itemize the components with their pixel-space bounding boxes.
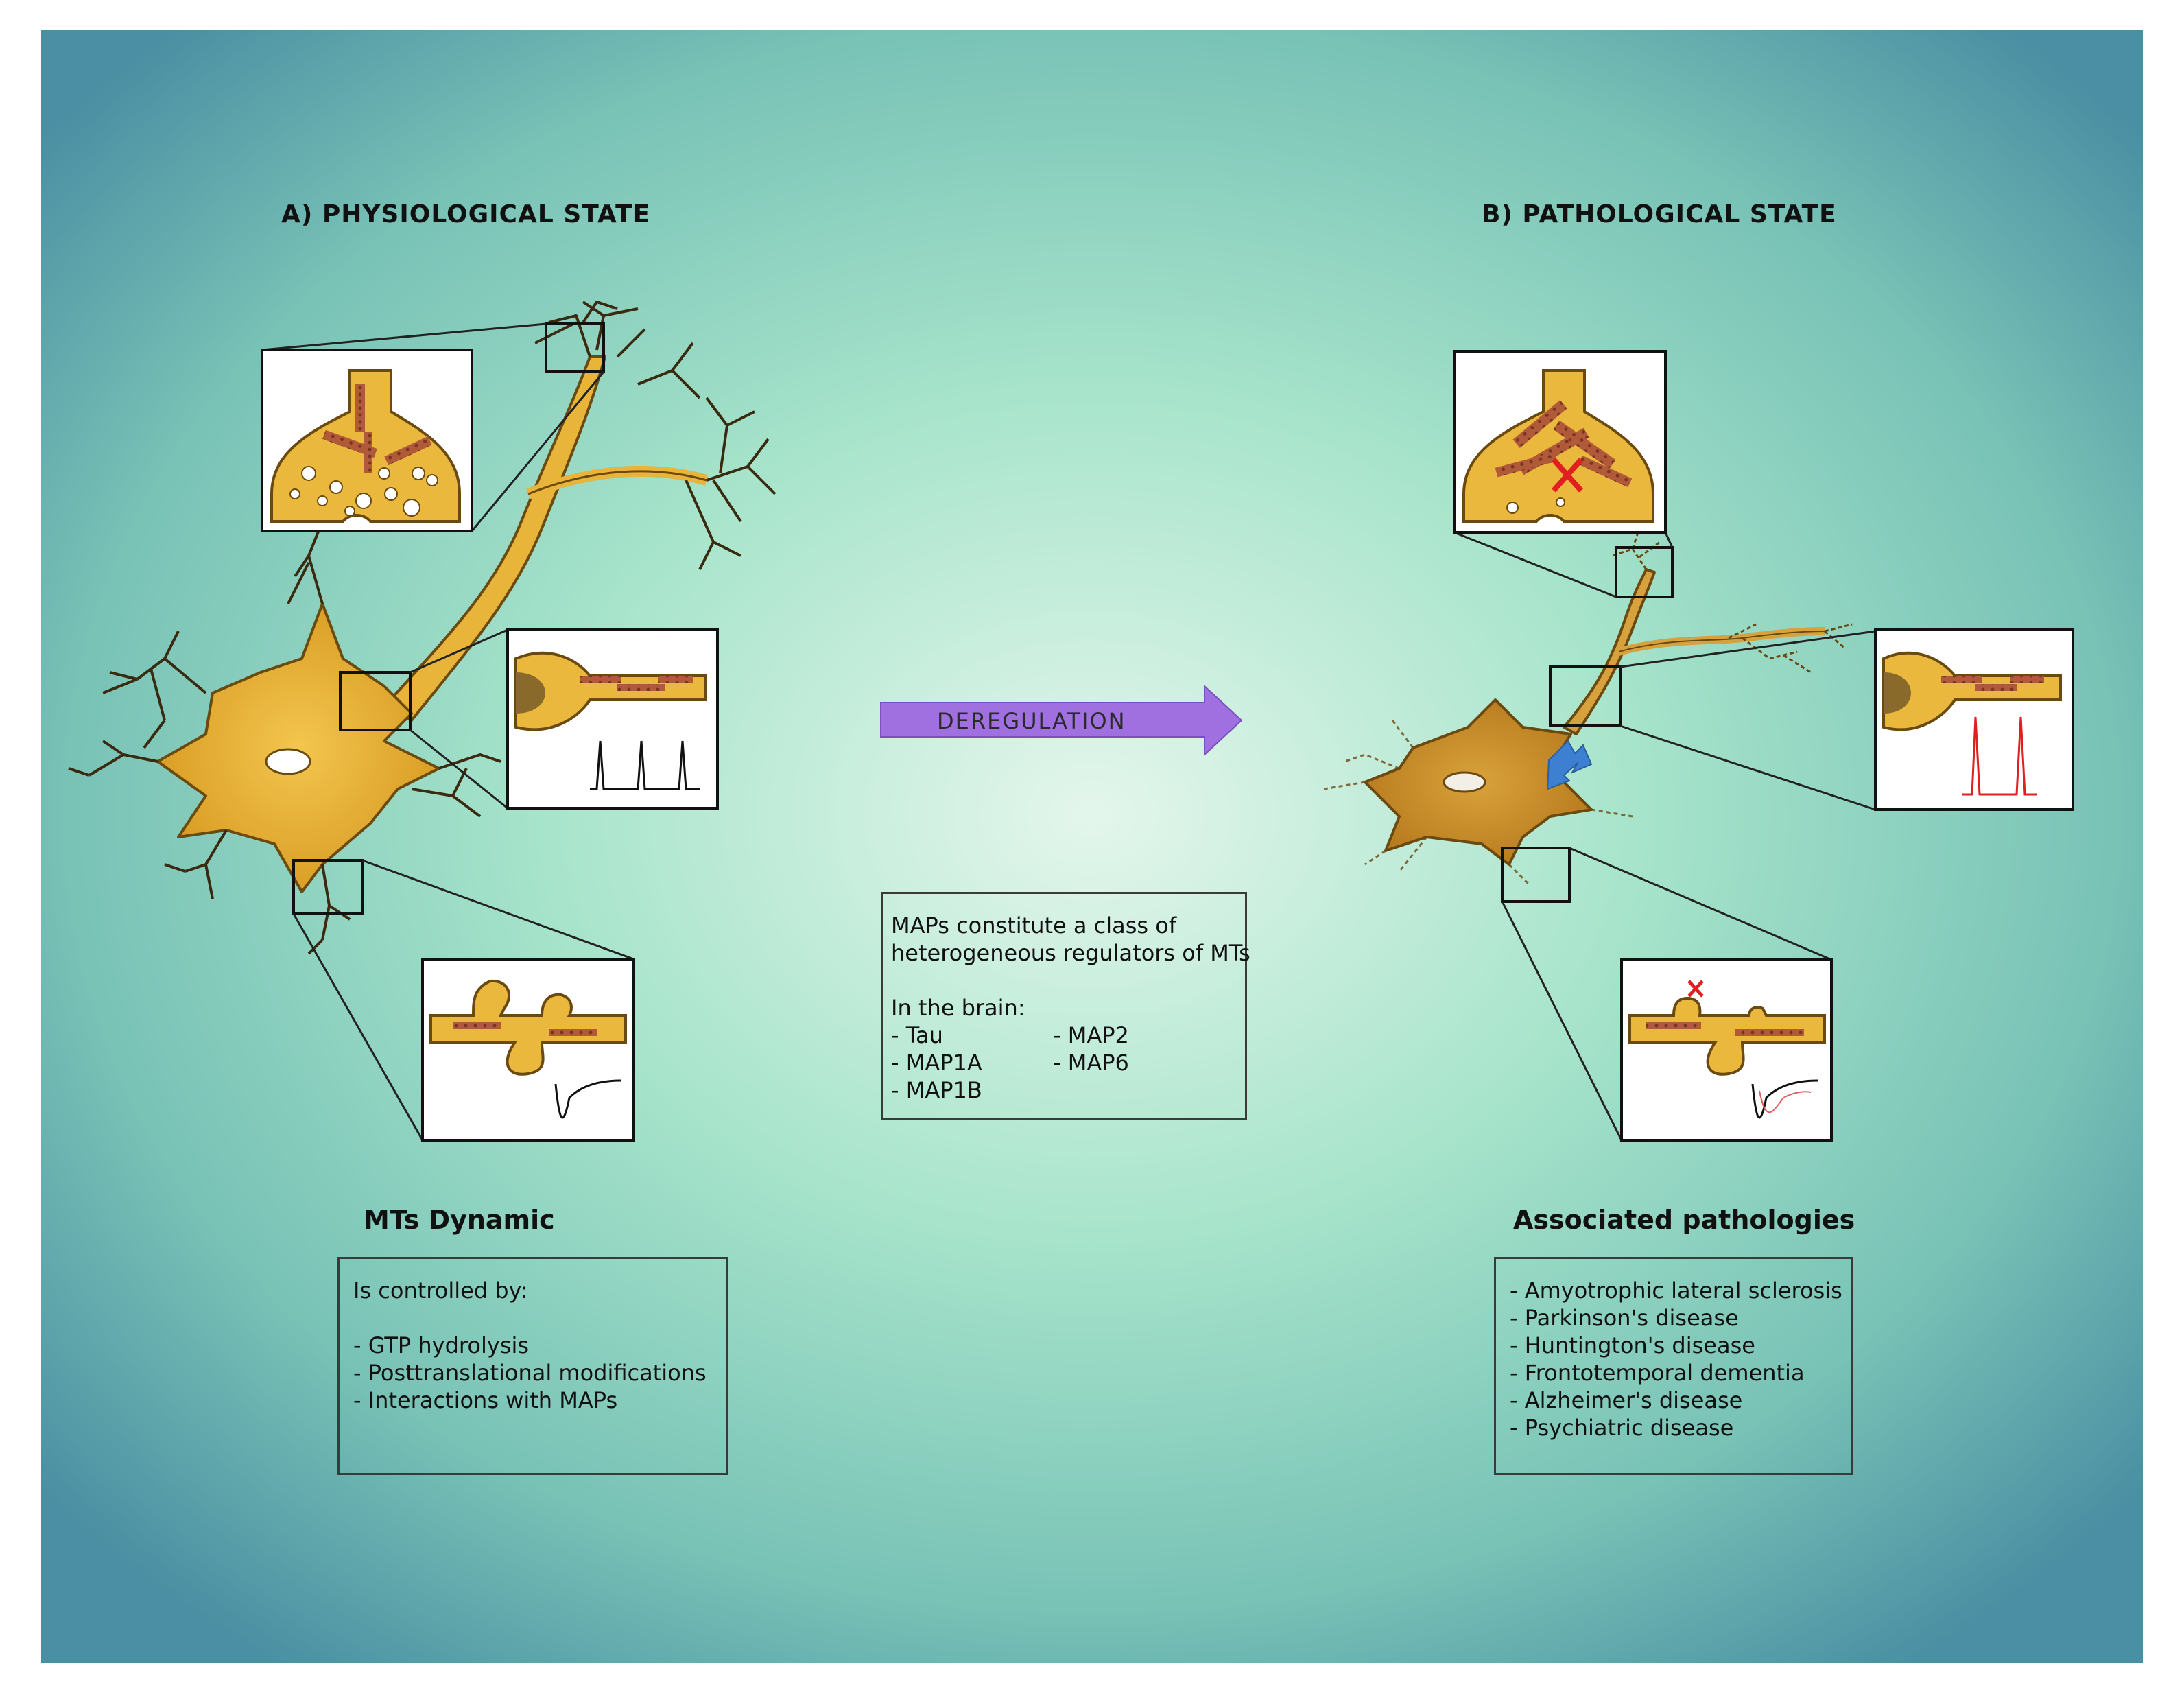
inset-axon-b — [1874, 628, 2074, 811]
inset-spine-b — [1620, 958, 1833, 1142]
error-x-small-icon — [1687, 980, 1704, 998]
maps-intro-line-2: heterogeneous regulators of MTs — [891, 940, 1250, 966]
box-a-line: - Interactions with MAPs — [353, 1387, 618, 1413]
zoom-connectors-b — [1453, 531, 1876, 1141]
map-item: - MAP1A — [891, 1050, 982, 1076]
zoom-connectors-a — [261, 322, 634, 1141]
pathologies-box: - Amyotrophic lateral sclerosis - Parkin… — [1494, 1257, 1853, 1475]
background-panel — [41, 30, 2143, 1663]
map-item: - MAP2 — [1053, 1022, 1129, 1048]
box-a-line: Is controlled by: — [353, 1277, 527, 1304]
box-a-line: - GTP hydrolysis — [353, 1332, 530, 1358]
zoom-marker-dendrite-b — [1501, 847, 1571, 903]
spacer — [891, 967, 1237, 994]
pathology-item: - Frontotemporal dementia — [1510, 1360, 1805, 1386]
pathology-item: - Parkinson's disease — [1510, 1305, 1739, 1331]
map-item: - MAP6 — [1053, 1050, 1129, 1076]
zoom-marker-synapse-b — [1615, 546, 1674, 598]
map-item: - MAP1B — [891, 1077, 982, 1103]
maps-intro-line-1: MAPs constitute a class of — [891, 912, 1177, 939]
pathology-item: - Alzheimer's disease — [1510, 1387, 1743, 1413]
pathology-item: - Psychiatric disease — [1510, 1415, 1734, 1441]
deregulation-label: DEREGULATION — [937, 708, 1126, 734]
panel-b-title: B) PATHOLOGICAL STATE — [1482, 200, 1837, 228]
map-item: - Tau — [891, 1022, 943, 1048]
panel-a-subtitle: MTs Dynamic — [364, 1205, 555, 1235]
error-x-icon — [1552, 458, 1583, 493]
panel-a-title: A) PHYSIOLOGICAL STATE — [281, 200, 651, 228]
zoom-marker-axon-a — [339, 671, 412, 731]
healthy-neuron — [68, 301, 776, 955]
pathology-item: - Amyotrophic lateral sclerosis — [1510, 1277, 1842, 1304]
maps-list-col-1: - Tau - MAP1A - MAP1B — [891, 1022, 1053, 1104]
inset-axon-a — [506, 628, 719, 810]
box-a-line: - Posttranslational modifications — [353, 1360, 707, 1386]
maps-brain-heading: In the brain: — [891, 995, 1025, 1021]
box-a-line — [353, 1304, 713, 1332]
maps-list-col-2: - MAP2 - MAP6 — [1053, 1022, 1129, 1104]
inset-synapse-b — [1453, 350, 1667, 534]
degenerating-neuron — [1323, 528, 1853, 886]
maps-list: - Tau - MAP1A - MAP1B - MAP2 - MAP6 — [891, 1022, 1237, 1104]
zoom-marker-axon-b — [1549, 665, 1622, 727]
inset-spine-a — [421, 958, 635, 1142]
pathology-item: - Huntington's disease — [1510, 1332, 1755, 1358]
deregulation-arrow — [880, 684, 1243, 757]
bidirectional-arrow — [1546, 740, 1593, 790]
maps-info-box: MAPs constitute a class of heterogeneous… — [881, 892, 1250, 1120]
zoom-marker-synapse-a — [545, 322, 605, 373]
zoom-marker-dendrite-a — [292, 859, 364, 915]
mts-dynamic-box: Is controlled by: - GTP hydrolysis - Pos… — [337, 1257, 728, 1475]
inset-synapse-a — [261, 349, 473, 532]
panel-b-subtitle: Associated pathologies — [1513, 1205, 1855, 1235]
